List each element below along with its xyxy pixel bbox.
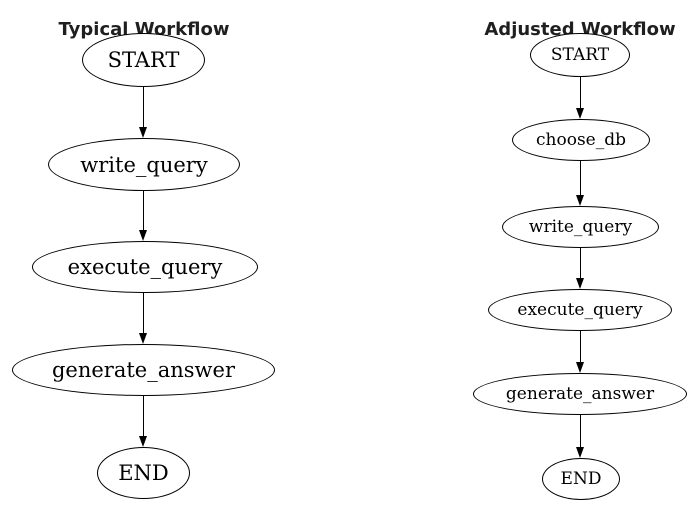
node-adjusted-end: END [542,458,620,500]
arrowhead-icon [576,108,584,119]
node-label: generate_answer [505,384,655,404]
edge-line [142,293,145,335]
diagram-title-adjusted: Adjusted Workflow [484,18,676,40]
node-adjusted-generate-answer: generate_answer [473,373,687,415]
edge-line [579,77,582,110]
arrowhead-icon [576,195,584,206]
arrowhead-icon [576,362,584,373]
node-typical-generate-answer: generate_answer [12,344,275,396]
node-label: END [560,469,602,489]
edge-line [579,415,582,449]
node-typical-write-query: write_query [48,138,240,191]
arrowhead-icon [139,230,147,241]
edge-line [579,331,582,364]
node-label: END [118,461,169,485]
node-adjusted-write-query: write_query [502,206,659,248]
node-adjusted-execute-query: execute_query [488,289,672,331]
node-label: write_query [80,152,208,177]
diagram-title-typical: Typical Workflow [58,18,230,40]
node-adjusted-choose-db: choose_db [512,119,650,161]
arrowhead-icon [576,278,584,289]
edge-line [142,396,145,438]
node-label: generate_answer [51,358,235,382]
arrowhead-icon [139,333,147,344]
node-typical-start: START [82,33,205,87]
node-label: write_query [528,217,633,237]
node-typical-execute-query: execute_query [32,241,258,293]
edge-line [142,191,145,232]
node-typical-end: END [97,447,190,499]
node-adjusted-start: START [530,33,630,77]
edge-line [579,161,582,197]
node-label: START [107,48,180,72]
node-label: execute_query [517,300,643,320]
node-label: choose_db [536,130,626,150]
edge-line [579,248,582,280]
node-label: execute_query [67,255,223,279]
arrowhead-icon [576,447,584,458]
arrowhead-icon [139,436,147,447]
node-label: START [550,45,610,65]
edge-line [142,87,145,129]
arrowhead-icon [139,127,147,138]
